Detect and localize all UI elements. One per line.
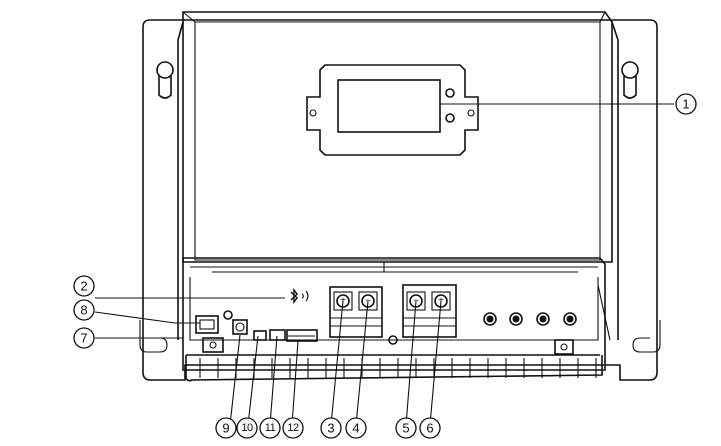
callout-9: 9: [215, 417, 237, 439]
lcd-display: [306, 64, 479, 156]
svg-text:+: +: [438, 296, 444, 307]
keyhole-slot-right: [621, 61, 639, 99]
callout-8: 8: [73, 299, 95, 321]
callout-1: 1: [675, 93, 697, 115]
callout-3: 3: [320, 417, 342, 439]
svg-text:12: 12: [287, 422, 299, 434]
svg-text:−: −: [413, 296, 419, 307]
callout-6: 6: [419, 417, 441, 439]
svg-text:4: 4: [352, 421, 359, 436]
svg-text:5: 5: [402, 421, 409, 436]
heatsink-fins: [185, 354, 603, 382]
terminal-block-3-4: + −: [329, 286, 383, 338]
callout-4: 4: [345, 417, 367, 439]
terminal-housing: [182, 257, 611, 371]
keyhole-slot-left: [156, 61, 174, 99]
svg-text:+: +: [340, 296, 346, 307]
controller-housing: [177, 11, 619, 340]
callout-7: 7: [73, 327, 95, 349]
svg-text:8: 8: [80, 303, 87, 318]
mounting-plate: [139, 19, 661, 381]
callout-2: 2: [73, 275, 95, 297]
svg-text:6: 6: [426, 421, 433, 436]
bluetooth-icon: [290, 287, 309, 305]
callout-11: 11: [259, 417, 281, 439]
svg-text:−: −: [365, 296, 371, 307]
svg-text:11: 11: [265, 422, 276, 434]
callout-5: 5: [395, 417, 417, 439]
svg-text:1: 1: [682, 97, 689, 112]
callout-leaders: [94, 103, 674, 426]
left-ports: [195, 310, 574, 355]
svg-text:3: 3: [327, 421, 334, 436]
callout-10: 10: [236, 417, 258, 439]
cable-glands: [483, 312, 577, 326]
svg-text:10: 10: [241, 422, 253, 434]
callout-12: 12: [282, 417, 304, 439]
terminal-block-5-6: − +: [402, 284, 457, 338]
svg-text:7: 7: [80, 331, 87, 346]
svg-text:2: 2: [80, 279, 87, 294]
svg-text:9: 9: [222, 421, 229, 436]
